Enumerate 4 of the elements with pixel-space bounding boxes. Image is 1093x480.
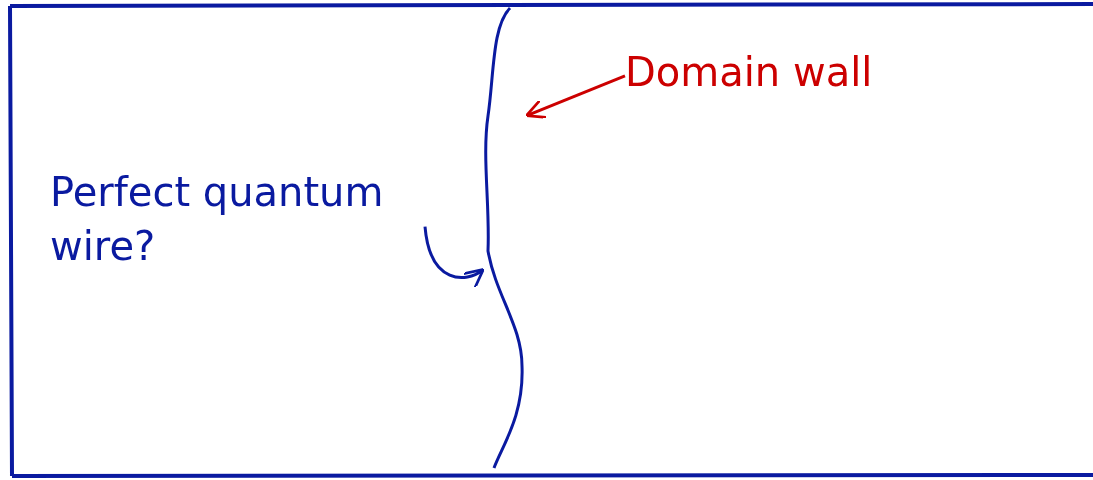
arrow	[423, 226, 485, 289]
wire-label: Perfect quantum wire?	[50, 165, 425, 277]
wall-label: Domain wall	[625, 45, 875, 101]
arrow	[525, 74, 626, 119]
